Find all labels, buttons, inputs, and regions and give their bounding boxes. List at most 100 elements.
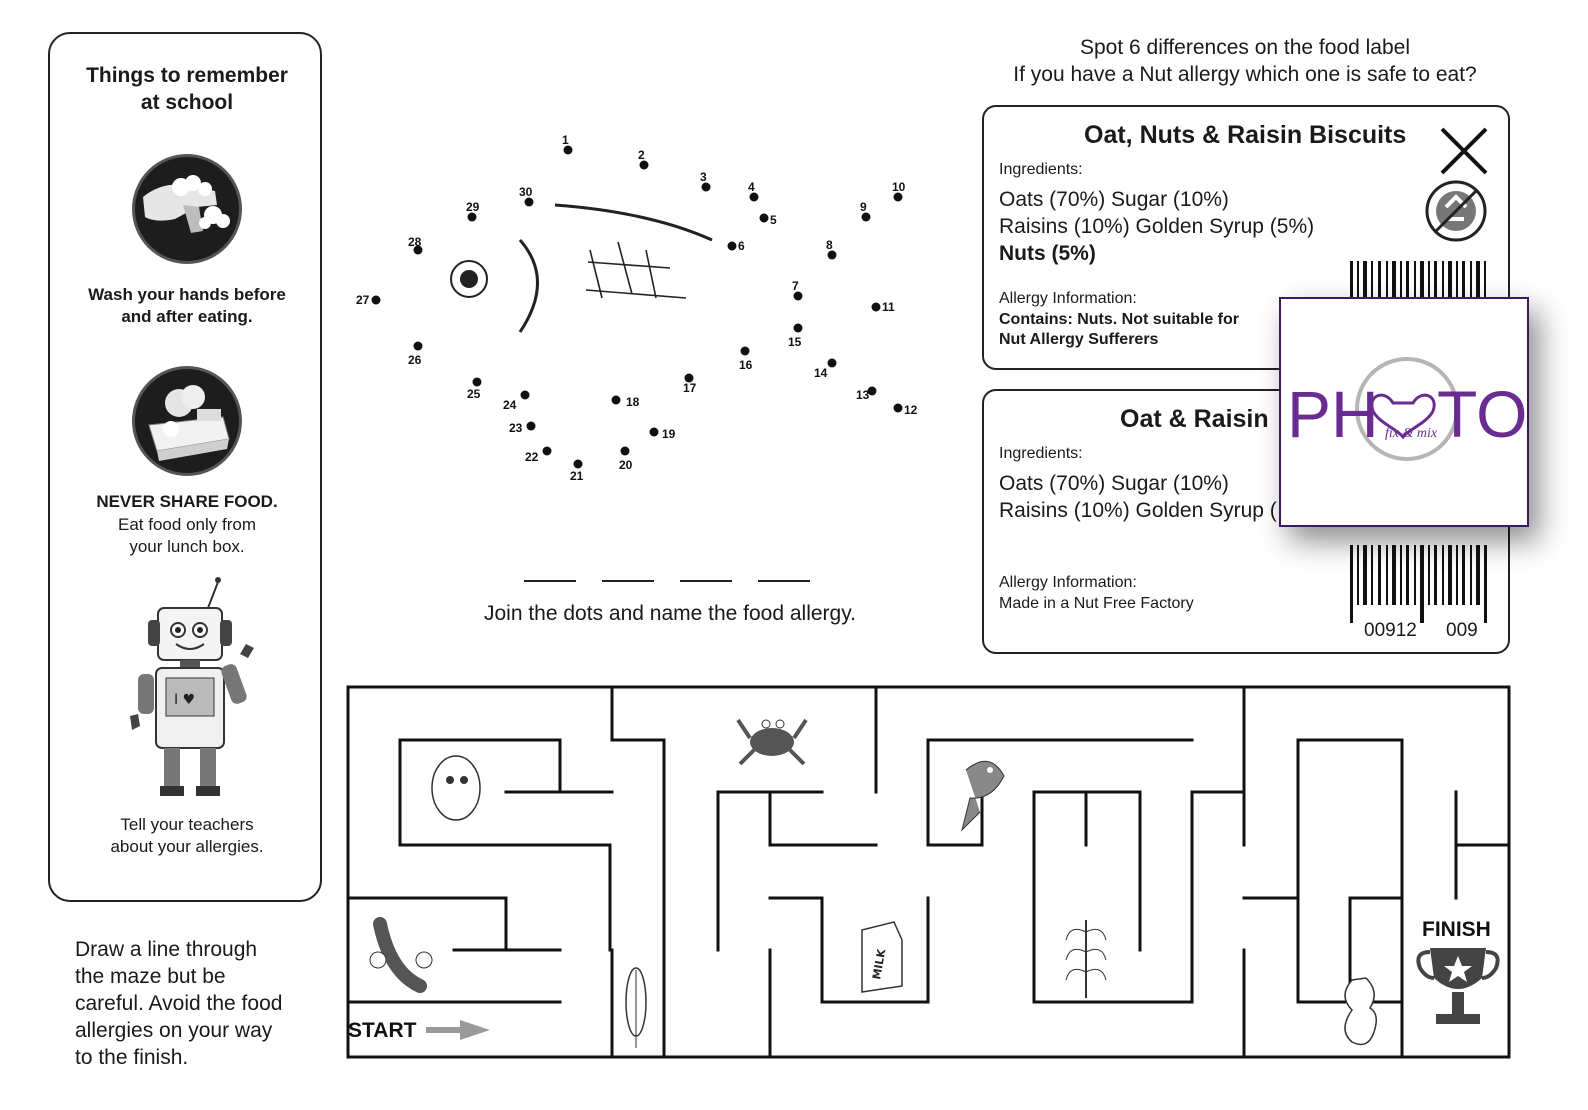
label1-allergy-line-1: Contains: Nuts. Not suitable for	[999, 311, 1239, 328]
dot-20[interactable]	[620, 446, 630, 456]
dot-23[interactable]	[526, 421, 536, 431]
maze-instructions: Draw a line through the maze but be care…	[75, 936, 325, 1071]
spot-title-line-2: If you have a Nut allergy which one is s…	[1013, 63, 1477, 86]
panel-title-line-1: Things to remember	[86, 64, 288, 87]
label2-ingredients-heading: Ingredients:	[999, 445, 1083, 462]
maze-instr-line-4: allergies on your way	[75, 1019, 273, 1042]
dot-22[interactable]	[542, 446, 552, 456]
label1-ingredients: Oats (70%) Sugar (10%) Raisins (10%) Gol…	[999, 186, 1314, 267]
maze-walls	[346, 685, 1511, 1059]
dot-label-1: 1	[562, 133, 569, 147]
label2-allergy-text: Made in a Nut Free Factory	[999, 595, 1194, 612]
dot-4[interactable]	[749, 192, 759, 202]
barcode-number-right: 009	[1446, 620, 1478, 641]
peanut-icon	[1344, 977, 1377, 1046]
crab-icon	[736, 718, 808, 766]
tip-lunch-box: Eat food only from your lunch box.	[50, 514, 324, 558]
label1-allergy-line-2: Nut Allergy Sufferers	[999, 331, 1159, 348]
school-tips-panel: Things to remember at school Wash your h…	[48, 32, 322, 902]
dot-24[interactable]	[520, 390, 530, 400]
dot-27[interactable]	[371, 295, 381, 305]
dot-30[interactable]	[524, 197, 534, 207]
soybean-icon	[369, 917, 433, 993]
dot-28[interactable]	[413, 245, 423, 255]
dot-label-17: 17	[683, 381, 697, 395]
dot-11[interactable]	[871, 302, 881, 312]
dot-label-14: 14	[814, 366, 828, 380]
dot-26[interactable]	[413, 341, 423, 351]
dot-label-20: 20	[619, 458, 633, 472]
hand-washing-icon	[132, 154, 242, 264]
answer-blank-2[interactable]	[602, 580, 654, 582]
tip-share-line-2: your lunch box.	[129, 537, 245, 556]
spot-title-line-1: Spot 6 differences on the food label	[1079, 36, 1411, 59]
finish-label: FINISH	[1422, 918, 1491, 941]
label1-allergy-heading: Allergy Information:	[999, 290, 1137, 307]
label1-ingr-line-3: Nuts (5%)	[999, 242, 1096, 265]
dot-21[interactable]	[573, 459, 583, 469]
dot-label-5: 5	[770, 213, 777, 227]
dot-13[interactable]	[867, 386, 877, 396]
dot-label-13: 13	[856, 388, 870, 402]
dot-label-29: 29	[466, 200, 480, 214]
dot-label-22: 22	[525, 450, 539, 464]
dot-6[interactable]	[727, 241, 737, 251]
dot-label-8: 8	[826, 238, 833, 252]
dot-16[interactable]	[740, 346, 750, 356]
maze-instr-line-5: to the finish.	[75, 1046, 189, 1069]
dot-15[interactable]	[793, 323, 803, 333]
dot-14[interactable]	[827, 358, 837, 368]
dot-label-2: 2	[638, 148, 645, 162]
dot-label-3: 3	[700, 170, 707, 184]
dot-label-27: 27	[356, 293, 370, 307]
dot-29[interactable]	[467, 212, 477, 222]
tip-teachers-line-1: Tell your teachers	[120, 815, 254, 834]
start-arrow-icon	[426, 1020, 490, 1040]
dot-label-11: 11	[882, 300, 895, 314]
tip-wash-line-2: and after eating.	[121, 307, 253, 326]
dot-label-23: 23	[509, 421, 523, 435]
maze-instr-line-3: careful. Avoid the food	[75, 992, 283, 1015]
dot-puzzle-caption: Join the dots and name the food allergy.	[483, 602, 857, 625]
label1-ingredients-heading: Ingredients:	[999, 161, 1083, 178]
milk-carton-icon: MILK	[861, 921, 903, 993]
cross-icon	[1440, 127, 1488, 175]
dot-label-9: 9	[860, 200, 867, 214]
dot-label-26: 26	[408, 353, 422, 367]
dot-8[interactable]	[827, 250, 837, 260]
dot-7[interactable]	[793, 291, 803, 301]
dot-18[interactable]	[611, 395, 621, 405]
answer-blank-3[interactable]	[680, 580, 732, 582]
panel-title-line-2: at school	[140, 91, 234, 114]
dot-label-18: 18	[626, 395, 640, 409]
answer-blank-1[interactable]	[524, 580, 576, 582]
fish-icon	[961, 760, 1005, 832]
logo-to: TO	[1437, 377, 1527, 451]
wheat-ear-icon	[625, 967, 647, 1048]
photo-logo-graphic: PH TO fix & mix	[1287, 357, 1527, 461]
dot-10[interactable]	[893, 192, 903, 202]
dot-5[interactable]	[759, 213, 769, 223]
dot-25[interactable]	[472, 377, 482, 387]
dot-9[interactable]	[861, 212, 871, 222]
photo-fix-mix-logo-overlay: PH TO fix & mix	[1279, 297, 1529, 527]
food-allergy-maze: MILK FINISH START	[346, 685, 1511, 1059]
dot-label-19: 19	[662, 427, 676, 441]
dot-19[interactable]	[649, 427, 659, 437]
start-label: START	[348, 1019, 417, 1042]
dot-label-28: 28	[408, 235, 422, 249]
dot-3[interactable]	[701, 182, 711, 192]
dot-17[interactable]	[684, 373, 694, 383]
dot-1[interactable]	[563, 145, 573, 155]
spot-difference-title: Spot 6 differences on the food label If …	[985, 34, 1505, 88]
label2-ingr-line-2: Raisins (10%) Golden Syrup (	[999, 499, 1277, 522]
tip-teachers-line-2: about your allergies.	[110, 837, 264, 856]
dot-label-6: 6	[738, 239, 745, 253]
dot-12[interactable]	[893, 403, 903, 413]
answer-blank-4[interactable]	[758, 580, 810, 582]
dot-label-7: 7	[792, 279, 799, 293]
dot-2[interactable]	[639, 160, 649, 170]
tip-share-line-1: Eat food only from	[118, 515, 256, 534]
trophy-icon	[1416, 948, 1500, 1024]
tip-tell-teachers: Tell your teachers about your allergies.	[50, 814, 324, 858]
